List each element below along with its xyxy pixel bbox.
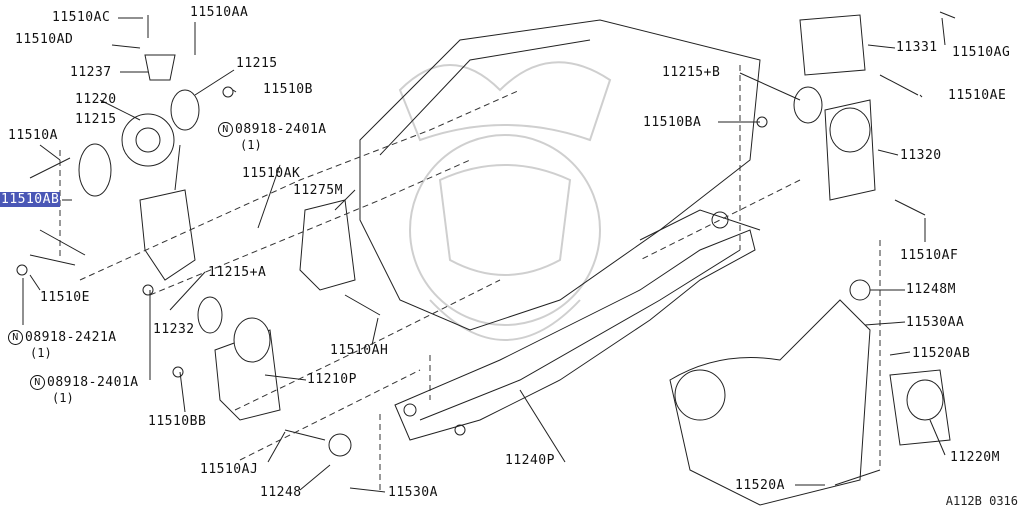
- qty-08918-2421a: (1): [30, 346, 52, 360]
- part-label-11520ab[interactable]: 11520AB: [912, 346, 971, 361]
- part-label-11510af[interactable]: 11510AF: [900, 248, 959, 263]
- part-number: 08918-2401A: [235, 122, 327, 137]
- part-label-11510aa[interactable]: 11510AA: [190, 5, 249, 20]
- part-label-11275m[interactable]: 11275M: [293, 183, 343, 198]
- left-engine-mount[interactable]: [78, 54, 200, 281]
- part-label-11331[interactable]: 11331: [896, 40, 938, 55]
- right-engine-mount[interactable]: [793, 14, 951, 446]
- part-label-11248[interactable]: 11248: [260, 485, 302, 500]
- part-label-11220m[interactable]: 11220M: [950, 450, 1000, 465]
- part-label-11210p[interactable]: 11210P: [307, 372, 357, 387]
- part-label-11510ag[interactable]: 11510AG: [952, 45, 1011, 60]
- qty-08918-2401a-bottom: (1): [52, 391, 74, 405]
- part-label-11215-top[interactable]: 11215: [236, 56, 278, 71]
- part-number: 08918-2401A: [47, 375, 139, 390]
- mount-bracket-11210p[interactable]: [197, 199, 356, 421]
- circled-n-icon: N: [218, 122, 233, 137]
- leader-lines: [22, 17, 946, 493]
- part-label-11520a[interactable]: 11520A: [735, 478, 785, 493]
- part-label-11510b[interactable]: 11510B: [263, 82, 313, 97]
- diagram-code: A112B 0316: [945, 494, 1018, 508]
- part-label-11510ak[interactable]: 11510AK: [242, 166, 301, 181]
- part-label-11248m[interactable]: 11248M: [906, 282, 956, 297]
- part-label-11510ab[interactable]: 11510AB: [0, 192, 61, 207]
- part-label-11510ac[interactable]: 11510AC: [52, 10, 111, 25]
- part-label-11215-b[interactable]: 11215+B: [662, 65, 721, 80]
- part-label-11220[interactable]: 11220: [75, 92, 117, 107]
- part-label-11510ba[interactable]: 11510BA: [643, 115, 702, 130]
- part-label-11510bb[interactable]: 11510BB: [148, 414, 207, 429]
- part-label-11510ah[interactable]: 11510AH: [330, 343, 389, 358]
- crossmember-11240p[interactable]: [394, 211, 756, 441]
- part-label-11510ad[interactable]: 11510AD: [15, 32, 74, 47]
- part-label-11530a[interactable]: 11530A: [388, 485, 438, 500]
- part-label-11215-left[interactable]: 11215: [75, 112, 117, 127]
- part-label-11530aa[interactable]: 11530AA: [906, 315, 965, 330]
- part-label-11237[interactable]: 11237: [70, 65, 112, 80]
- part-label-11510e[interactable]: 11510E: [40, 290, 90, 305]
- engine-block: [359, 19, 761, 331]
- part-number: 08918-2421A: [25, 330, 117, 345]
- part-label-11510a[interactable]: 11510A: [8, 128, 58, 143]
- part-label-11215-a[interactable]: 11215+A: [208, 265, 267, 280]
- qty-08918-2401a-top: (1): [240, 138, 262, 152]
- part-label-11510aj[interactable]: 11510AJ: [200, 462, 259, 477]
- part-label-11240p[interactable]: 11240P: [505, 453, 555, 468]
- watermark-emblem: [398, 61, 612, 341]
- part-label-11232[interactable]: 11232: [153, 322, 195, 337]
- transmission-case: [669, 299, 871, 506]
- part-label-11510ae[interactable]: 11510AE: [948, 88, 1007, 103]
- part-label-11320[interactable]: 11320: [900, 148, 942, 163]
- circled-n-icon: N: [8, 330, 23, 345]
- circled-n-icon: N: [30, 375, 45, 390]
